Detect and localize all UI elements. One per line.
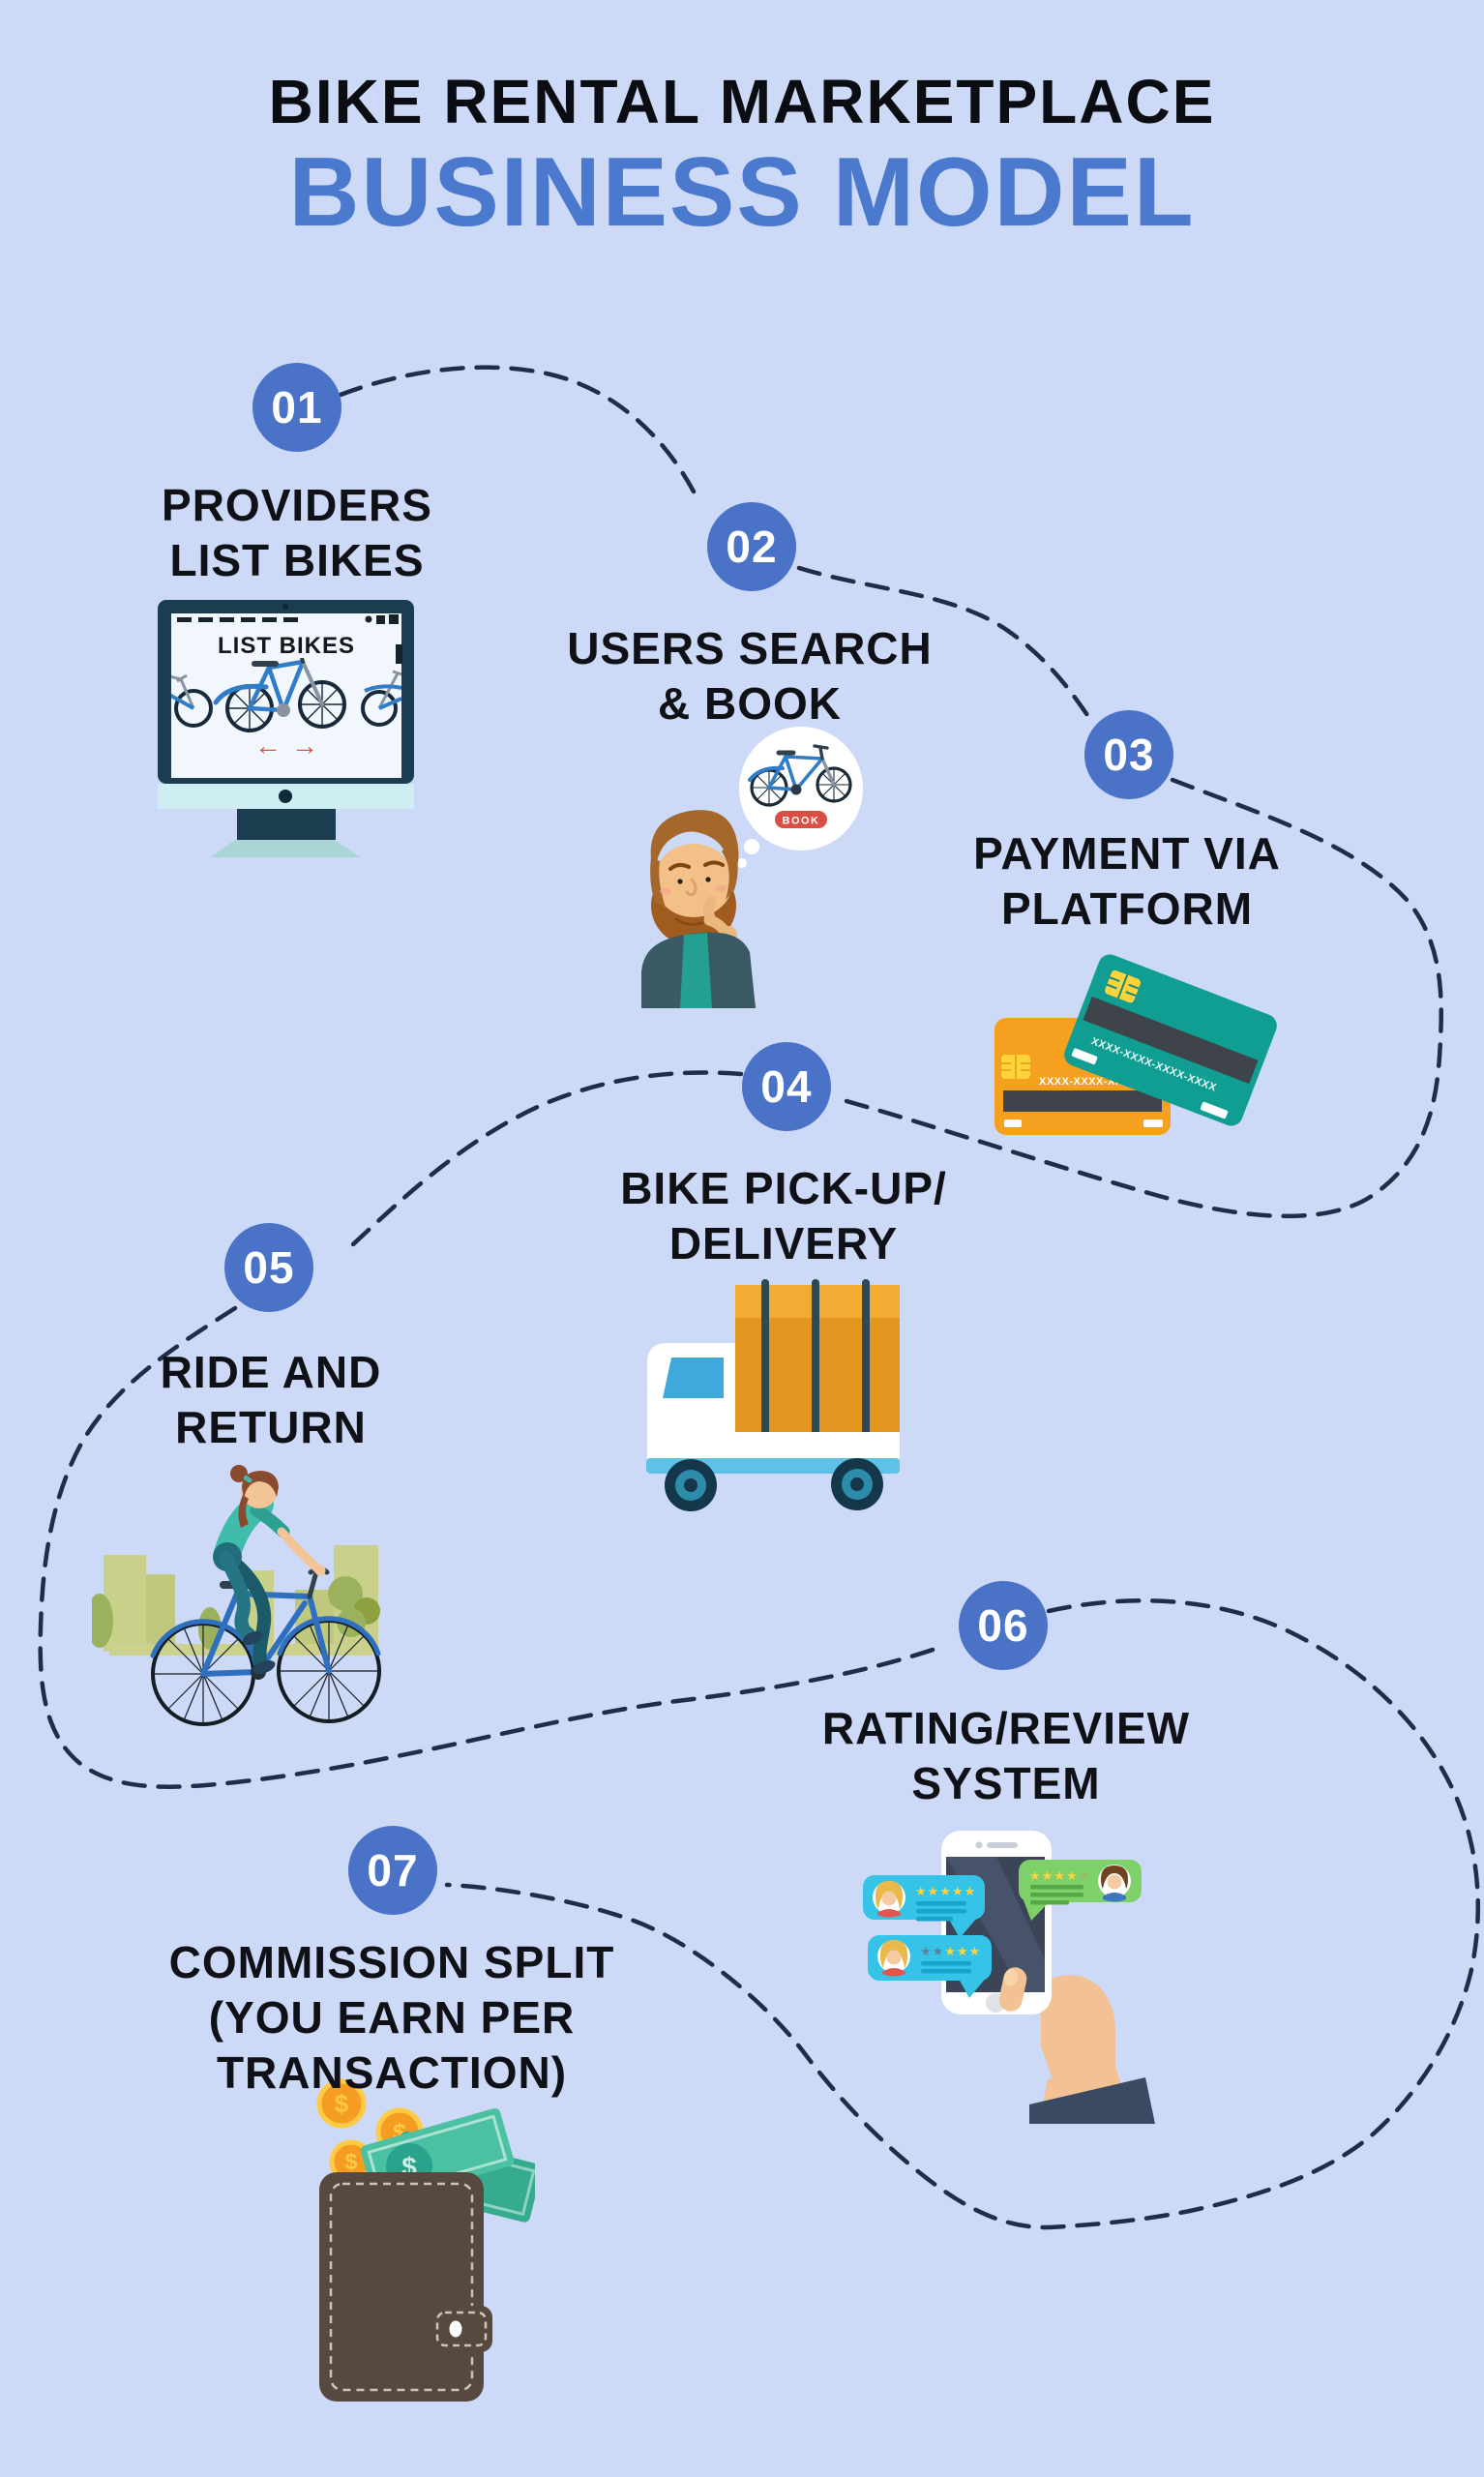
book-button-label: BOOK bbox=[783, 816, 820, 827]
step-02-badge: 02 bbox=[707, 502, 796, 591]
step-04-number: 04 bbox=[760, 1061, 813, 1112]
step-01-number: 01 bbox=[271, 382, 323, 433]
bike-in-bubble-icon bbox=[748, 744, 852, 807]
city-trees-background-icon bbox=[92, 1545, 380, 1656]
wallet-coins-cash-icon: $ $ $ $ bbox=[316, 2078, 535, 2402]
step-07-number: 07 bbox=[367, 1845, 419, 1895]
hand-arm-icon bbox=[1029, 1975, 1155, 2124]
step-03-badge: 03 bbox=[1084, 710, 1173, 799]
wallet-icon bbox=[319, 2172, 492, 2402]
thinking-man-thought-bubble-icon: BOOK bbox=[641, 727, 863, 1008]
step-02-label: USERS SEARCH & BOOK bbox=[508, 621, 992, 731]
step-06-label-line2: SYSTEM bbox=[911, 1758, 1101, 1808]
teal-card-icon: XXXX-XXXX-XXXX-XXXX bbox=[1064, 954, 1277, 1126]
step-06-label: RATING/REVIEW SYSTEM bbox=[764, 1701, 1248, 1811]
step-05-label: RIDE AND RETURN bbox=[29, 1345, 513, 1455]
hand-phone-reviews-icon: ★★★★★ ★★★★★ ★★★★★ bbox=[863, 1831, 1155, 2124]
step-03-number: 03 bbox=[1103, 730, 1155, 780]
step-02-number: 02 bbox=[726, 522, 778, 572]
step-05-badge: 05 bbox=[224, 1223, 313, 1312]
step-04-badge: 04 bbox=[742, 1042, 831, 1131]
step-06-label-line1: RATING/REVIEW bbox=[821, 1703, 1191, 1753]
orange-card-icon: XXXX-XXXX-XXXX-XXXX bbox=[994, 1018, 1172, 1135]
book-button bbox=[775, 811, 827, 828]
step-06-number: 06 bbox=[977, 1600, 1029, 1651]
step-07-badge: 07 bbox=[348, 1826, 437, 1915]
thought-bubble-icon: BOOK bbox=[737, 727, 863, 868]
woman-rider-icon bbox=[213, 1465, 326, 1674]
review-bubble-woman-3-stars: ★★★★★ bbox=[868, 1935, 992, 1998]
step-01-label-line2: LIST BIKES bbox=[169, 535, 425, 585]
truck-wheel-icon bbox=[665, 1459, 717, 1511]
step-06-badge: 06 bbox=[959, 1581, 1048, 1670]
step-04-label-line2: DELIVERY bbox=[668, 1218, 899, 1268]
step-04-label: BIKE PICK-UP/ DELIVERY bbox=[542, 1161, 1025, 1271]
bike-carousel-icon bbox=[171, 658, 401, 732]
screen-title: LIST BIKES bbox=[218, 633, 355, 659]
star-rating-icon: ★★★★★ bbox=[1029, 1868, 1090, 1883]
carousel-right-arrow-icon: → bbox=[291, 731, 318, 761]
step-07-label-line3: TRANSACTION) bbox=[216, 2047, 568, 2098]
step-04-label-line1: BIKE PICK-UP/ bbox=[620, 1163, 947, 1213]
step-07-label: COMMISSION SPLIT (YOU EARN PER TRANSACTI… bbox=[111, 1935, 672, 2101]
step-05-label-line1: RIDE AND bbox=[160, 1347, 382, 1397]
thinking-man-figure-icon bbox=[641, 810, 757, 1008]
step-01-label-line1: PROVIDERS bbox=[162, 480, 432, 530]
step-02-label-line1: USERS SEARCH bbox=[567, 623, 933, 673]
star-rating-icon: ★★★★★ bbox=[920, 1944, 981, 1958]
step-02-label-line2: & BOOK bbox=[658, 678, 842, 729]
delivery-truck-icon bbox=[646, 1279, 900, 1511]
page-subtitle: BUSINESS MODEL bbox=[288, 138, 1196, 247]
svg-text:$: $ bbox=[345, 2149, 358, 2174]
woman-riding-bike-icon bbox=[92, 1465, 381, 1726]
step-01-label: PROVIDERS LIST BIKES bbox=[55, 478, 539, 588]
browser-bar-icon bbox=[177, 614, 399, 624]
step-05-number: 05 bbox=[243, 1242, 295, 1293]
step-07-label-line2: (YOU EARN PER bbox=[208, 1992, 576, 2043]
star-rating-icon: ★★★★★ bbox=[915, 1884, 976, 1898]
carousel-left-arrow-icon: ← bbox=[254, 731, 282, 761]
step-03-label: PAYMENT VIA PLATFORM bbox=[885, 826, 1369, 937]
truck-wheel-icon bbox=[831, 1458, 883, 1510]
desktop-monitor-bike-listing-icon: LIST BIKES bbox=[158, 600, 414, 857]
step-03-label-line2: PLATFORM bbox=[1000, 883, 1254, 934]
svg-text:$: $ bbox=[335, 2089, 349, 2118]
page-title: BIKE RENTAL MARKETPLACE bbox=[268, 67, 1216, 136]
dollar-coin-icon: $ bbox=[316, 2078, 367, 2129]
credit-cards-icon: XXXX-XXXX-XXXX-XXXX XXXX-XXXX-XXXX-XXXX bbox=[994, 954, 1277, 1135]
step-07-label-line1: COMMISSION SPLIT bbox=[168, 1937, 615, 1987]
step-03-label-line1: PAYMENT VIA bbox=[973, 828, 1281, 879]
step-05-label-line2: RETURN bbox=[175, 1402, 367, 1452]
review-bubble-woman-5-stars: ★★★★★ bbox=[863, 1875, 985, 1938]
step-01-badge: 01 bbox=[252, 363, 341, 452]
review-bubble-man-4-stars: ★★★★★ bbox=[1019, 1860, 1142, 1921]
